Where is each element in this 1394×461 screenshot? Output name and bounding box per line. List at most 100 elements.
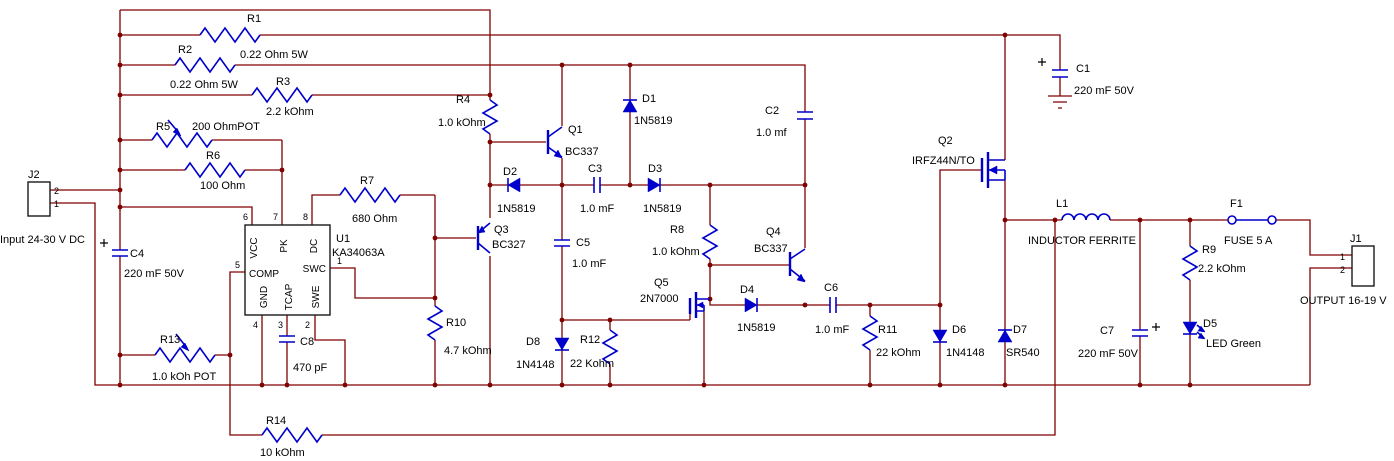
label-r8-ref: R8 [670,224,684,236]
label-d3-ref: D3 [648,163,662,175]
label-j2-pin1: 1 [54,199,59,209]
label-u1-pin8: 8 [303,212,308,222]
resistor-r10 [427,305,443,341]
label-d7-value: SR540 [1006,347,1040,359]
label-q3-value: BC327 [492,239,526,251]
label-u1-gnd: GND [259,286,270,308]
label-c6-ref: C6 [824,282,838,294]
diode-d2-icon [507,177,521,193]
diode-d8-icon [554,337,570,351]
label-d4-ref: D4 [740,284,754,296]
label-u1-vcc: VCC [249,237,260,258]
label-u1-pin7: 7 [273,212,278,222]
label-c3-value: 1.0 mF [580,203,615,215]
ic-u1-body [244,224,331,316]
label-j1-caption: OUTPUT 16-19 V [1300,295,1387,307]
capacitor-c5 [554,239,570,247]
label-r14-value: 10 kOhm [260,447,305,459]
label-d2-ref: D2 [503,166,517,178]
label-q1-value: BC337 [565,146,599,158]
wire-network [50,9,1352,436]
label-u1-pk: PK [279,239,290,253]
label-r12-ref: R12 [580,334,600,346]
label-r14-ref: R14 [266,415,286,427]
label-d6-ref: D6 [952,324,966,336]
label-c1-ref: C1 [1076,63,1090,75]
label-c6-value: 1.0 mF [815,324,850,336]
resistor-r3 [251,87,313,103]
label-d3-value: 1N5819 [643,203,682,215]
label-c5-value: 1.0 mF [572,258,607,270]
label-r3-value: 2.2 kOhm [266,106,314,118]
label-u1-pin3: 3 [278,320,283,330]
capacitor-c1 [1052,69,1068,78]
transistor-q3 [476,222,491,254]
label-u1-pin5: 5 [235,260,240,270]
resistor-r6 [184,162,246,178]
potentiometer-r5 [151,119,213,148]
label-c8-value: 470 pF [293,362,328,374]
junction-dots [117,32,1193,388]
label-f1-value: FUSE 5 A [1224,235,1273,247]
label-r12-value: 22 Kohm [570,358,614,370]
label-r9-ref: R9 [1202,244,1216,256]
resistor-r7 [339,187,401,203]
label-r10-ref: R10 [446,317,466,329]
label-l1-ref: L1 [1056,198,1068,210]
resistor-r9 [1182,245,1198,281]
label-r11-value: 22 kOhm [876,347,921,359]
label-r3-ref: R3 [276,76,290,88]
transistor-q1 [546,126,563,159]
label-r5-ref: R5 [156,121,170,133]
label-c7-value: 220 mF 50V [1078,348,1139,360]
capacitor-c8 [279,335,295,343]
label-r6-value: 100 Ohm [200,180,245,192]
label-c4-ref: C4 [130,248,144,260]
fuse-f1-icon [1227,215,1277,225]
diode-d1-icon [622,99,638,113]
resistor-r11 [862,315,878,351]
mosfet-q2 [980,152,1006,188]
capacitor-c4 [112,249,128,257]
label-d1-ref: D1 [642,93,656,105]
label-u1-ref: U1 [336,233,350,245]
label-r8-value: 1.0 kOhm [652,246,700,258]
label-q2-value: IRFZ44N/TO [912,155,975,167]
label-j1-pin2: 2 [1340,265,1345,275]
label-r6-ref: R6 [206,150,220,162]
label-q4-value: BC337 [754,243,788,255]
label-d2-value: 1N5819 [497,203,536,215]
label-u1-dc: DC [309,239,320,253]
label-d8-value: 1N4148 [516,359,555,371]
label-r9-value: 2.2 kOhm [1198,263,1246,275]
label-j2-pin2: 2 [54,186,59,196]
label-r2-ref: R2 [178,44,192,56]
inductor-l1-icon [1061,213,1111,221]
label-c3-ref: C3 [588,163,602,175]
label-q3-ref: Q3 [494,224,509,236]
label-q5-value: 2N7000 [640,293,679,305]
label-r4-ref: R4 [456,94,470,106]
resistor-r1 [199,27,261,43]
label-r11-ref: R11 [878,324,897,336]
label-r1-value: 0.22 Ohm 5W [240,49,308,61]
label-u1-part: KA34063A [332,247,385,259]
label-j1-pin1: 1 [1340,252,1345,262]
label-r2-value: 0.22 Ohm 5W [170,79,238,91]
label-d6-value: 1N4148 [946,347,985,359]
label-r7-value: 680 Ohm [352,213,397,225]
transistor-q4 [788,248,806,283]
potentiometer-r13 [154,333,216,363]
capacitor-c3 [593,177,601,193]
label-u1-swe: SWE [311,285,322,308]
label-r7-ref: R7 [360,175,374,187]
label-d7-ref: D7 [1013,324,1027,336]
label-u1-tcap: TCAP [284,283,295,310]
resistor-r14 [261,427,323,443]
connector-j1-body [1351,245,1375,287]
label-f1-ref: F1 [1230,198,1243,210]
label-c8-ref: C8 [300,336,314,348]
label-q1-ref: Q1 [568,124,583,136]
resistor-r2 [174,57,236,73]
